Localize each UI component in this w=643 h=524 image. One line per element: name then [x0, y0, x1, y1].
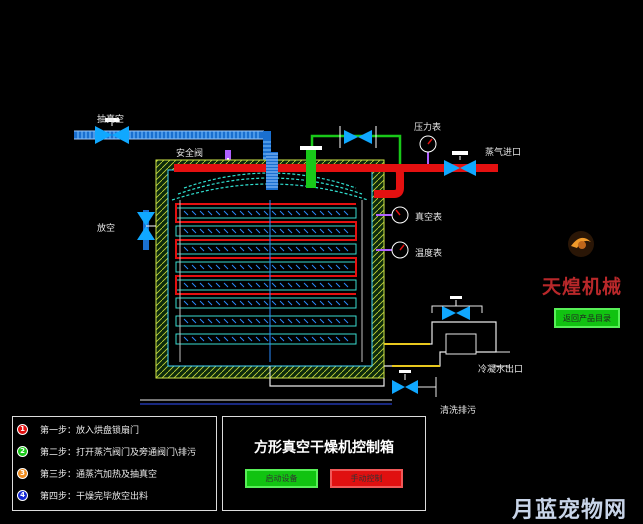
condensate-outlet-label: 冷凝水出口	[478, 365, 524, 375]
vent-label: 放空	[97, 224, 116, 234]
back-to-catalog-button[interactable]: 返回产品目录	[554, 308, 620, 328]
step-3-text: 第三步：通蒸汽加热及抽真空	[40, 469, 158, 480]
vacuum-valve	[95, 118, 129, 144]
vacuum-pipe	[74, 131, 264, 139]
vacuum-pump-label: 抽真空	[97, 115, 125, 125]
heating-coil	[175, 203, 357, 295]
step-2-text: 第二步：打开蒸汽阀门及旁通阀门\排污	[40, 447, 197, 458]
vacuum-gauge-label: 真空表	[415, 213, 443, 223]
control-panel: 方形真空干燥机控制箱 启动设备 手动控制	[222, 416, 426, 511]
steam-trap	[445, 333, 477, 355]
vacuum-gauge-icon	[376, 206, 409, 224]
steam-pipe	[174, 164, 498, 172]
vent-valve	[137, 212, 156, 240]
temperature-gauge-icon	[376, 241, 409, 259]
control-panel-title: 方形真空干燥机控制箱	[254, 440, 394, 456]
pressure-gauge-label: 压力表	[414, 123, 442, 133]
step-1-text: 第一步：放入烘盘锁扇门	[40, 425, 140, 436]
brand-logo	[565, 228, 597, 260]
step-3-number: 3	[17, 467, 28, 479]
step-1: 1 第一步：放入烘盘锁扇门	[17, 421, 139, 437]
drain-valve	[392, 370, 418, 394]
safety-valve-label: 安全阀	[176, 149, 204, 159]
start-device-button[interactable]: 启动设备	[245, 469, 318, 488]
step-4-number: 4	[17, 489, 28, 501]
step-1-number: 1	[17, 423, 28, 435]
temperature-gauge-label: 温度表	[415, 249, 443, 259]
step-4-text: 第四步：干燥完毕放空出料	[40, 491, 149, 502]
steam-inlet-label: 蒸气进口	[485, 148, 522, 158]
step-3: 3 第三步：通蒸汽加热及抽真空	[17, 465, 157, 481]
steam-inlet-valve	[444, 151, 476, 176]
manual-control-button[interactable]: 手动控制	[330, 469, 403, 488]
step-2: 2 第二步：打开蒸汽阀门及旁通阀门\排污	[17, 443, 196, 459]
step-4: 4 第四步：干燥完毕放空出料	[17, 487, 148, 503]
pressure-gauge-icon	[419, 135, 437, 164]
step-2-number: 2	[17, 445, 28, 457]
cleaning-drain-label: 清洗排污	[440, 406, 477, 416]
watermark: 月蓝宠物网	[512, 498, 628, 523]
steps-panel: 1 第一步：放入烘盘锁扇门 2 第二步：打开蒸汽阀门及旁通阀门\排污 3 第三步…	[12, 416, 217, 511]
bypass-valve	[442, 296, 470, 320]
brand-name: 天煌机械	[542, 276, 623, 298]
pressure-valve	[339, 126, 377, 148]
